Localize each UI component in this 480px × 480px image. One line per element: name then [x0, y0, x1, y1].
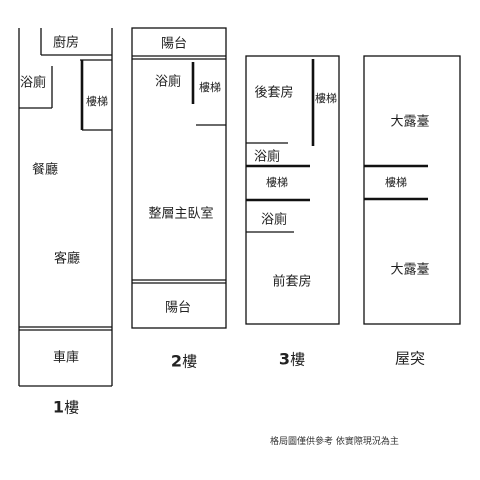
room-bath-2f: 浴廁 [154, 74, 182, 90]
room-stairs-side-3f: 樓梯 [315, 92, 337, 105]
room-garage-1f: 車庫 [52, 350, 80, 366]
floor-number-2f: 2 [170, 351, 183, 371]
floor-number-1f: 1 [52, 397, 65, 417]
room-balcony-bottom-2f: 陽台 [164, 300, 192, 316]
floor-1-walls [18, 28, 113, 387]
floor-title-3f: 3樓 [279, 349, 305, 370]
room-stairs-mid-3f: 樓梯 [266, 176, 288, 189]
room-stairs-roof: 樓梯 [385, 176, 407, 189]
room-kitchen-1f: 廚房 [52, 35, 80, 51]
room-terrace-bottom-roof: 大露臺 [390, 262, 430, 278]
room-master-bedroom-2f: 整層主臥室 [148, 206, 214, 222]
floor-title-roof: 屋突 [394, 349, 426, 368]
room-balcony-top-2f: 陽台 [160, 36, 188, 52]
roof-walls [363, 55, 461, 325]
room-front-suite-3f: 前套房 [272, 274, 312, 290]
room-stairs-1f: 樓梯 [86, 95, 108, 108]
floor-3-walls [245, 55, 340, 325]
room-bath-1f: 浴廁 [19, 75, 47, 91]
room-rear-suite-3f: 後套房 [254, 85, 294, 101]
floor-title-2f: 2樓 [171, 351, 197, 372]
room-bath-lower-3f: 浴廁 [260, 212, 288, 228]
floor-unit-1f: 樓 [64, 398, 80, 417]
room-dining-1f: 餐廳 [31, 162, 59, 178]
room-terrace-top-roof: 大露臺 [390, 114, 430, 130]
room-living-1f: 客廳 [53, 251, 81, 267]
floor-number-3f: 3 [278, 349, 291, 369]
floor-2-walls [131, 27, 227, 329]
room-stairs-2f: 樓梯 [199, 81, 221, 94]
floor-title-1f: 1樓 [53, 397, 79, 418]
disclaimer-note: 格局圖僅供參考 依實際現況為主 [270, 437, 399, 447]
room-bath-upper-3f: 浴廁 [253, 149, 281, 165]
floor-unit-2f: 樓 [182, 352, 198, 371]
floor-unit-3f: 樓 [290, 350, 306, 369]
